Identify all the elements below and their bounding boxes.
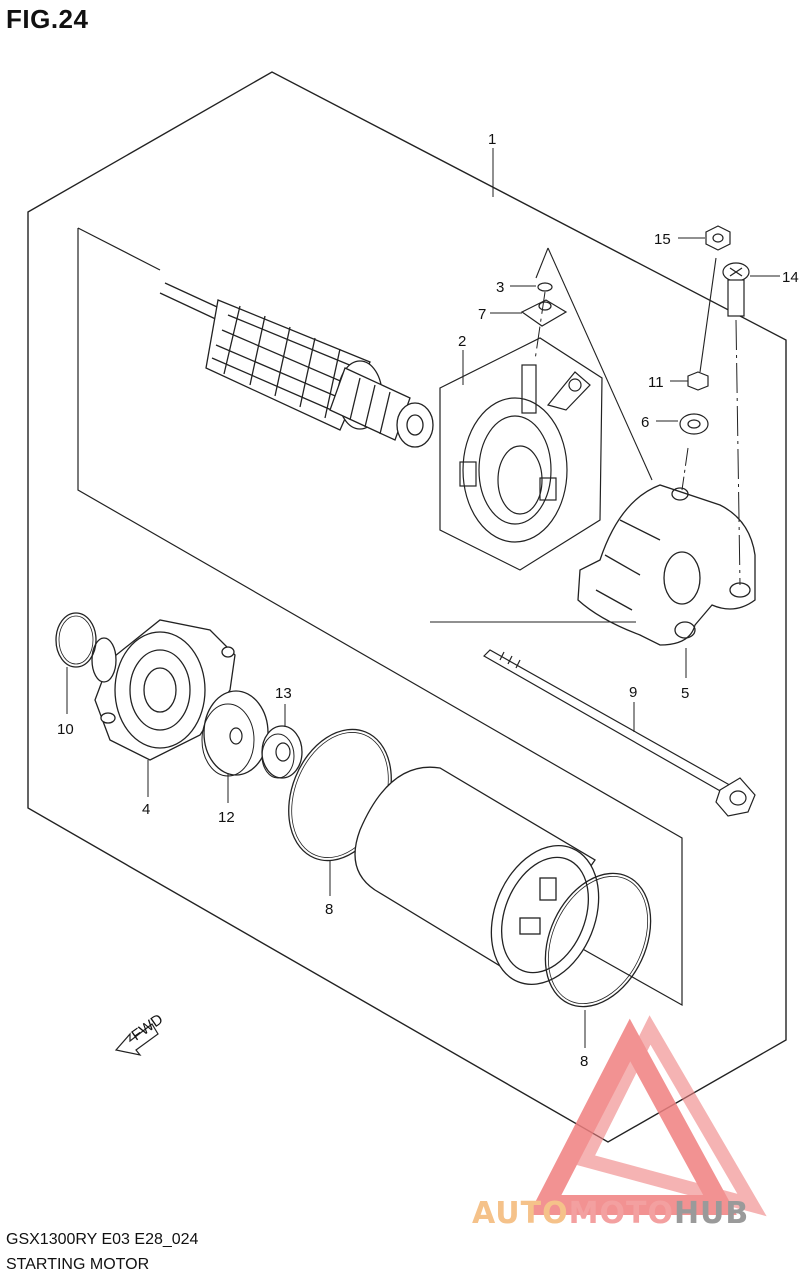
callout-13: 13 <box>275 685 292 702</box>
model-code: GSX1300RY E03 E28_024 <box>6 1231 199 1248</box>
callout-11: 11 <box>648 374 664 391</box>
callout-8b: 8 <box>580 1053 588 1070</box>
assembly-outline <box>27 71 787 1143</box>
callout-1: 1 <box>488 131 496 148</box>
armature-group-outline <box>77 228 683 1007</box>
callout-6: 6 <box>641 414 649 431</box>
washer-part-12 <box>203 690 269 776</box>
callout-10: 10 <box>57 721 74 738</box>
fwd-arrow-icon <box>114 1023 159 1056</box>
front-end-cover <box>91 619 236 761</box>
callout-9: 9 <box>629 684 637 701</box>
callout-8a: 8 <box>325 901 333 918</box>
watermark-part-a: AUTO <box>472 1196 569 1231</box>
callout-7: 7 <box>478 306 486 323</box>
armature <box>159 282 434 448</box>
callout-15: 15 <box>654 231 671 248</box>
through-bolt-part-9 <box>483 649 756 817</box>
washer-part-13 <box>261 725 303 779</box>
flange-nut-part-15 <box>705 225 731 251</box>
washer-part-6 <box>679 413 709 435</box>
brush-holder-outline <box>439 337 603 571</box>
callout-2: 2 <box>458 333 466 350</box>
callout-3: 3 <box>496 279 504 296</box>
callout-12: 12 <box>218 809 235 826</box>
watermark-text: AUTOMOTOHUB <box>472 1196 749 1231</box>
terminal-centerline <box>534 291 546 361</box>
assembly-name: STARTING MOTOR <box>6 1256 150 1273</box>
rear-end-cover <box>577 484 756 646</box>
armature-group-top-edge <box>77 227 161 271</box>
o-ring-part-8-rear <box>544 872 652 1008</box>
bolt-part-14 <box>722 262 750 317</box>
plate-part-7 <box>520 299 568 327</box>
callout-4: 4 <box>142 801 150 818</box>
brush-holder <box>459 364 591 543</box>
o-ring-part-3 <box>537 282 553 292</box>
watermark-logo <box>528 1015 767 1217</box>
figure-title: FIG.24 <box>6 4 89 34</box>
callout-5: 5 <box>681 685 689 702</box>
watermark-part-c: HUB <box>673 1196 750 1231</box>
o-ring-part-10 <box>55 612 97 668</box>
nut-part-11 <box>687 371 709 391</box>
motor-yoke <box>354 766 600 985</box>
callout-14: 14 <box>782 269 799 286</box>
watermark-part-b: MOTO <box>568 1196 674 1231</box>
